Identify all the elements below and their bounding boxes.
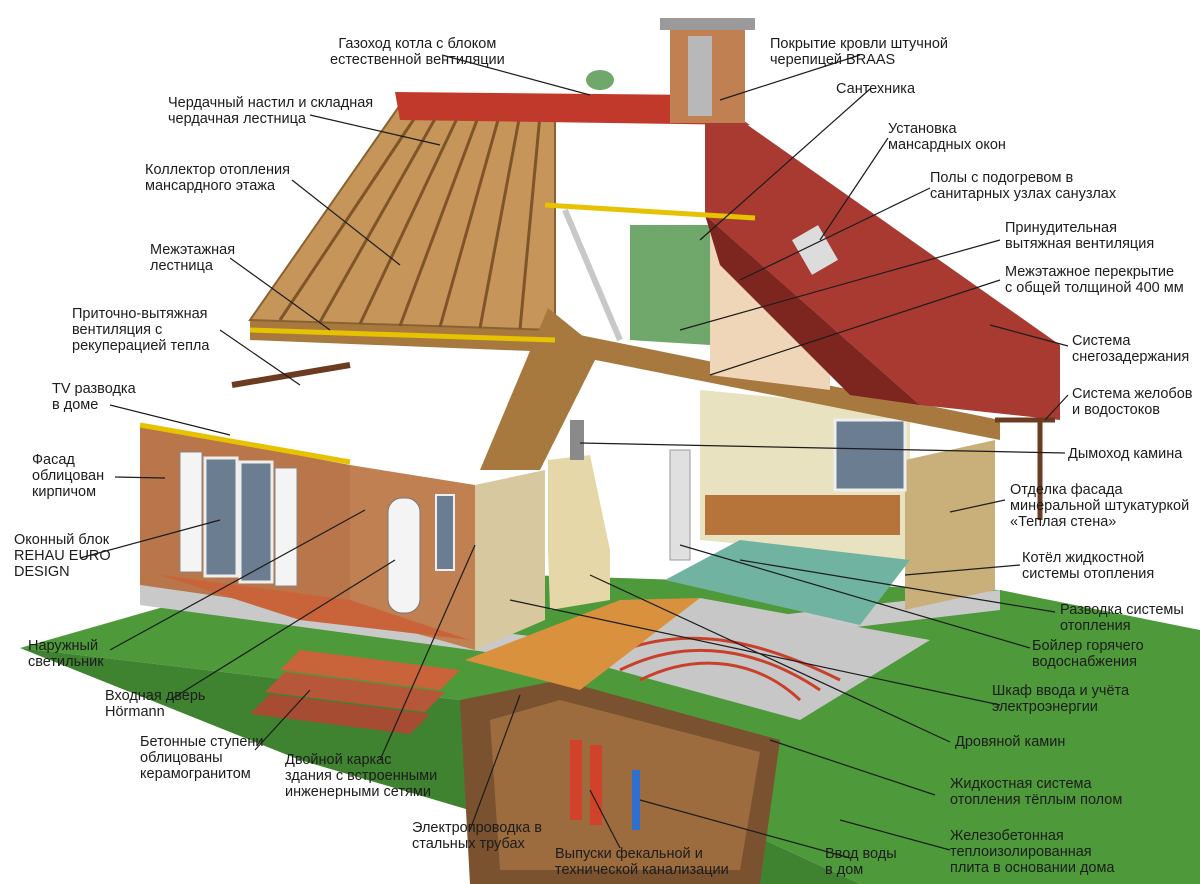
- label-plumbing: Сантехника: [836, 81, 916, 97]
- boiler-unit: [669, 449, 691, 561]
- leader-lines: [79, 54, 1069, 859]
- step-2: [265, 672, 445, 712]
- roof-window: [792, 225, 838, 275]
- label-hot-water: Бойлер горячего водоснабжения: [1032, 638, 1144, 670]
- window-block-3: [238, 460, 274, 584]
- label-floor-heating: Жидкостная система отопления тёплым поло…: [950, 776, 1123, 808]
- label-tv: TV разводка в доме: [52, 381, 136, 413]
- window-block-1: [179, 451, 203, 573]
- window-block-2: [203, 456, 239, 578]
- label-wood-fireplace: Дровяной камин: [955, 734, 1066, 750]
- roof-rafters: [278, 109, 542, 330]
- label-entrance-door: Входная дверь Hörmann: [105, 688, 206, 720]
- attic-green-room: [630, 225, 710, 345]
- roof-tiles-underside: [705, 215, 920, 405]
- fireplace: [548, 455, 610, 610]
- label-base-slab: Железобетонная теплоизолированная плита …: [950, 828, 1115, 876]
- label-heating-pipes: Разводка системы отопления: [1060, 602, 1184, 634]
- insulation-band-1: [249, 327, 556, 343]
- label-floor-slab: Межэтажное перекрытие с общей толщиной 4…: [1005, 264, 1184, 296]
- label-steel-wiring: Электропроводка в стальных трубах: [412, 820, 542, 852]
- label-heated-floors: Полы с подогревом в санитарных узлах сан…: [930, 170, 1117, 202]
- label-fireplace-flue: Дымоход камина: [1068, 446, 1183, 462]
- kitchen-tile-floor: [665, 540, 910, 625]
- window-block-4: [274, 467, 298, 587]
- label-double-frame: Двойной каркас здания с встроенными инже…: [285, 752, 438, 800]
- insulation-band-3: [139, 422, 351, 465]
- label-flue: Газоход котла с блоком естественной вент…: [330, 36, 505, 68]
- step-3: [250, 694, 430, 734]
- label-plaster-facade: Отделка фасада минеральной штукатуркой «…: [1010, 482, 1190, 530]
- water-pipe: [632, 770, 640, 830]
- kitchen-cabinets: [705, 495, 900, 535]
- sewage-pipe-1: [570, 740, 582, 820]
- interior-beige-wall: [475, 470, 545, 650]
- roof-tiles: [705, 95, 1060, 420]
- label-elec-cabinet: Шкаф ввода и учёта электроэнергии: [992, 683, 1130, 715]
- side-window: [435, 494, 455, 571]
- roof-tiles-top: [395, 92, 750, 125]
- right-plaster-wall: [905, 440, 995, 610]
- label-recup-vent: Приточно-вытяжная вентиляция с рекуперац…: [72, 306, 210, 354]
- label-sewage: Выпуски фекальной и технической канализа…: [555, 846, 729, 878]
- label-attic-windows: Установка мансардных окон: [888, 121, 1006, 153]
- satellite-dish: [586, 70, 614, 90]
- label-forced-vent: Принудительная вытяжная вентиляция: [1005, 220, 1155, 252]
- vent-duct: [231, 362, 351, 388]
- label-manifold: Коллектор отопления мансардного этажа: [145, 162, 290, 194]
- label-concrete-steps: Бетонные ступени облицованы керамогранит…: [140, 734, 264, 782]
- living-wood-floor: [465, 598, 700, 690]
- interfloor-stair: [480, 308, 600, 470]
- label-outdoor-light: Наружный светильник: [28, 638, 104, 670]
- insulation-band-2: [544, 202, 756, 221]
- label-brick-facade: Фасад облицован кирпичом: [32, 452, 105, 500]
- entrance-door: [387, 497, 421, 614]
- label-roof-cover: Покрытие кровли штучной черепицей BRAAS: [770, 36, 948, 68]
- kitchen-window: [833, 418, 907, 492]
- label-attic-floor: Чердачный настил и складная чердачная ле…: [168, 95, 374, 127]
- fireplace-chimney: [570, 420, 584, 460]
- label-snow-guard: Система снегозадержания: [1072, 333, 1190, 365]
- attic-ladder: [562, 208, 623, 342]
- label-gutters: Система желобов и водостоков: [1072, 386, 1193, 418]
- chimney-flue: [688, 36, 712, 116]
- foundation-pit-inner: [490, 700, 760, 870]
- label-window-block: Оконный блок REHAU EURO DESIGN: [14, 532, 111, 580]
- chimney-cap: [660, 18, 755, 30]
- label-water-inlet: Ввод воды в дом: [825, 846, 897, 878]
- sewage-pipe-2: [590, 745, 602, 825]
- label-boiler: Котёл жидкостной системы отопления: [1022, 550, 1155, 582]
- label-stair: Межэтажная лестница: [150, 242, 236, 274]
- porch-floor: [160, 575, 470, 640]
